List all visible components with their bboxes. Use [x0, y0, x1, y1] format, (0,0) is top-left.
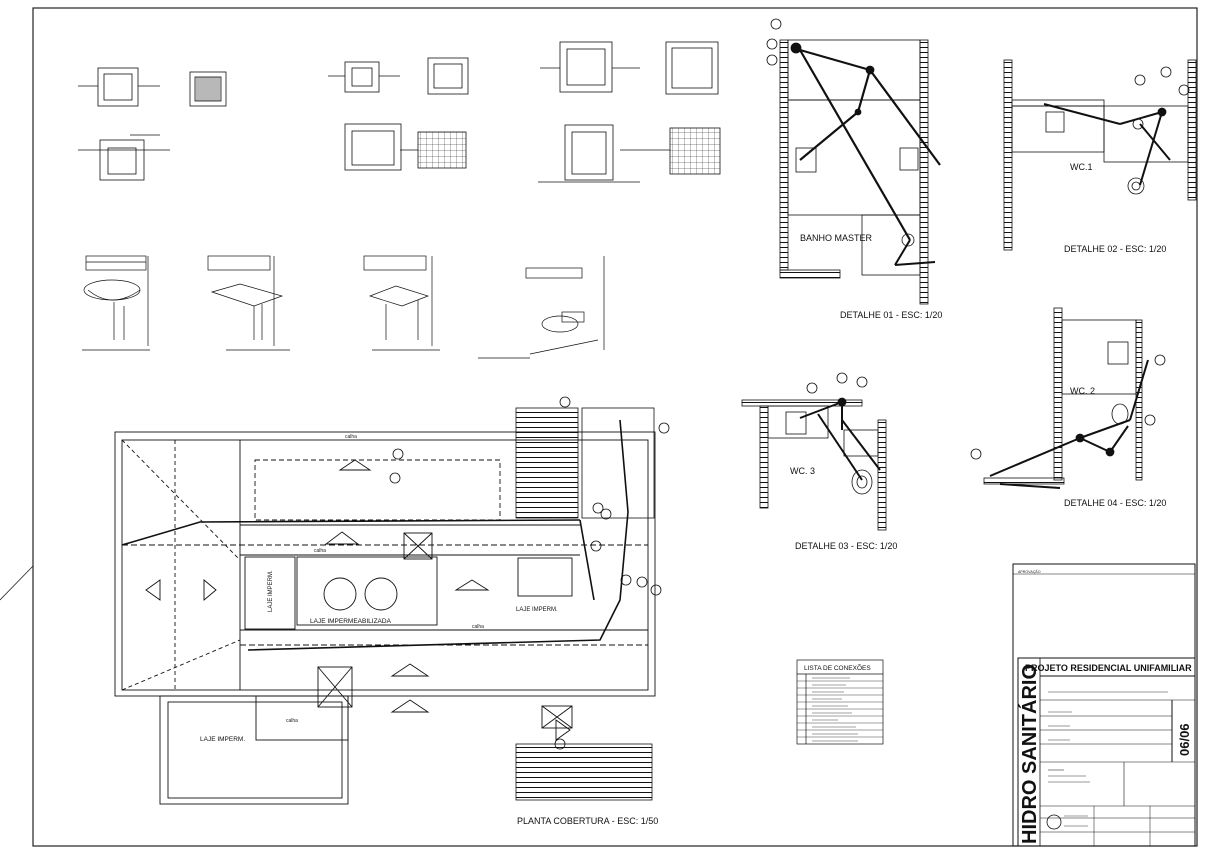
detalhe-02-caption: DETALHE 02 - ESC: 1/20 [1064, 244, 1166, 254]
planta-cobertura-caption: PLANTA COBERTURA - ESC: 1/50 [517, 816, 658, 826]
sheet-frame [0, 7, 1198, 847]
room-label-wc3: WC. 3 [790, 466, 815, 476]
approval-label: APROVAÇÃO [1018, 569, 1041, 574]
detalhe-04-drawing [970, 307, 1166, 489]
calha-label-bottom: calha [286, 718, 298, 724]
calha-label-mid: calha [314, 548, 326, 554]
detalhe-01-drawing [766, 18, 941, 305]
lista-conexoes-title: LISTA DE CONEXÕES [804, 663, 871, 672]
calha-label-top: calha [345, 434, 357, 440]
room-label-wc1: WC.1 [1070, 162, 1093, 172]
fixture-detail-bancada [207, 255, 290, 351]
planta-cobertura-outline [114, 431, 656, 805]
room-label-wc2: WC. 2 [1070, 386, 1095, 396]
detalhe-01-caption: DETALHE 01 - ESC: 1/20 [840, 310, 942, 320]
detalhe-03-caption: DETALHE 03 - ESC: 1/20 [795, 541, 897, 551]
project-title: PROJETO RESIDENCIAL UNIFAMILIAR [1025, 663, 1192, 673]
sewage-detail-group-3 [538, 41, 721, 183]
title-block-text-lines [1048, 691, 1168, 827]
laje-imperm-label: LAJE IMPERM. [516, 607, 558, 613]
calha-label-low: calha [472, 624, 484, 630]
sheet-number: 06/06 [1177, 723, 1192, 756]
planta-cobertura-telhado-hachura [515, 407, 655, 801]
detalhe-03-drawing [741, 372, 887, 531]
fixture-detail-lavatorio [82, 255, 150, 351]
laje-impermeabilizada-label: LAJE IMPERMEABILIZADA [310, 618, 392, 625]
planta-cobertura-pipes [121, 396, 670, 750]
fixture-detail-bacia [478, 256, 605, 359]
fixture-detail-tanque [363, 255, 440, 351]
laje-imperm-bottom-label: LAJE IMPERM. [200, 736, 245, 743]
room-label-banho-master: BANHO MASTER [800, 233, 873, 243]
laje-imperm-vertical-label: LAJE IMPERM. [268, 570, 274, 612]
lista-conexoes-rows [797, 677, 883, 742]
sewage-detail-group-2 [328, 57, 469, 171]
detalhe-04-caption: DETALHE 04 - ESC: 1/20 [1064, 498, 1166, 508]
title-block-frame [1012, 563, 1196, 847]
detalhe-02-drawing [1003, 59, 1197, 251]
sewage-detail-group-1 [78, 67, 227, 181]
discipline-title: HIDRO SANITÁRIO [1018, 664, 1041, 844]
